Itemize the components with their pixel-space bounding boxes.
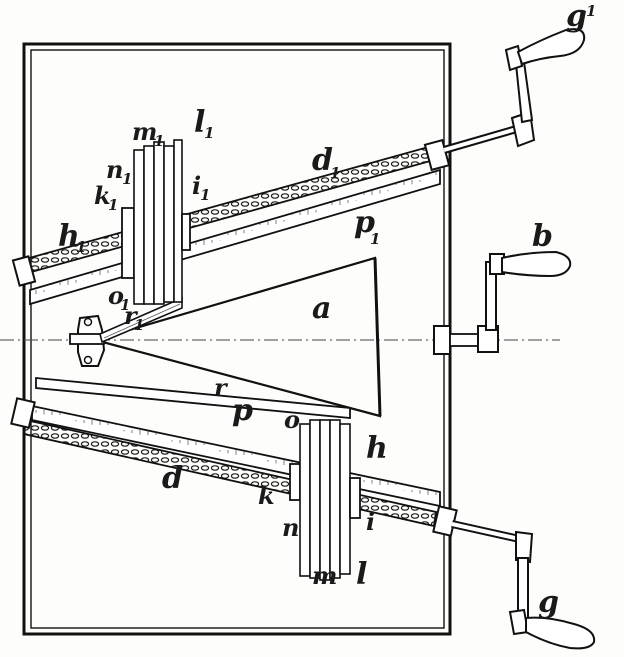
label-l1: l: [194, 105, 205, 140]
label-d1-sub: 1: [330, 164, 340, 182]
label-o1: o: [108, 281, 124, 310]
label-r1: r: [124, 301, 139, 330]
label-b: b: [532, 219, 553, 254]
label-k1: k: [94, 181, 111, 210]
label-n1: n: [106, 155, 123, 184]
label-o: o: [284, 405, 300, 434]
label-m1: m: [132, 117, 157, 146]
label-k: k: [258, 481, 275, 510]
label-m: m: [312, 561, 337, 590]
label-a: a: [312, 291, 331, 326]
label-p1: p: [354, 205, 375, 240]
label-i: i: [366, 507, 375, 536]
label-d1: d: [312, 143, 333, 178]
labels: g 1 b a l 1 m 1 n 1 k 1 i 1 d 1 h 1 p 1 …: [58, 0, 596, 620]
label-d: d: [162, 461, 183, 496]
label-p1-sub: 1: [370, 230, 380, 248]
lower-arm-r: [35, 377, 351, 419]
upper-arm-r1: [99, 296, 183, 344]
label-i1-sub: 1: [200, 186, 210, 204]
upper-crank-g1: [442, 28, 586, 154]
label-o1-sub: 1: [120, 296, 130, 314]
label-l1-sub: 1: [204, 124, 214, 142]
label-h1-sub: 1: [76, 238, 86, 256]
label-r1-sub: 1: [134, 316, 144, 334]
label-g: g: [538, 585, 559, 620]
label-k1-sub: 1: [108, 196, 118, 214]
lower-gear-stack: [289, 419, 361, 581]
pivot-plate: [69, 314, 106, 367]
label-n1-sub: 1: [122, 170, 132, 188]
label-i1: i: [192, 171, 201, 200]
middle-crank-b: [433, 250, 572, 355]
label-g1: g: [566, 0, 587, 34]
label-g1-sub: 1: [586, 2, 596, 20]
label-p: p: [232, 393, 253, 428]
label-n: n: [282, 513, 299, 542]
upper-screw-d1: [11, 138, 451, 287]
label-h: h: [366, 431, 388, 466]
lower-crank-g: [451, 520, 596, 650]
label-h1: h: [58, 219, 80, 254]
upper-gear-stack: [121, 139, 191, 305]
label-m1-sub: 1: [154, 132, 164, 150]
label-l: l: [356, 557, 367, 592]
label-r: r: [214, 373, 229, 402]
cone-a: [90, 256, 382, 418]
